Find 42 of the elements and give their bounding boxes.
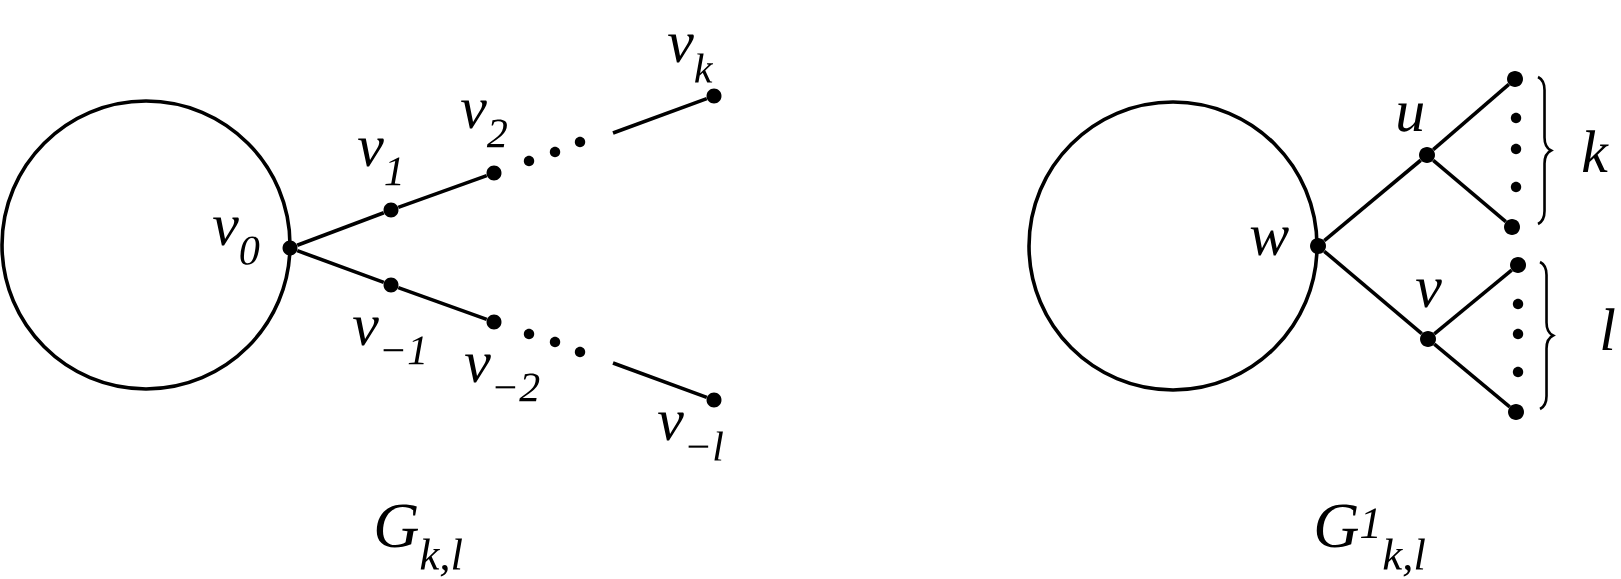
vertex-dot xyxy=(282,240,298,256)
edge-line xyxy=(1323,158,1422,243)
vertex-label: v$_{−1}$ xyxy=(353,317,424,365)
edge-line xyxy=(1433,268,1513,336)
edge-line xyxy=(1432,83,1510,151)
vertex-label: v xyxy=(1416,279,1442,308)
vertex-label: v$_{1}$ xyxy=(358,138,401,186)
edge-line xyxy=(1433,342,1511,409)
brace-label: k xyxy=(1582,130,1609,172)
edge-line xyxy=(397,285,488,322)
edge-line xyxy=(397,173,488,210)
edge-line xyxy=(296,248,385,285)
vertex-label: v$_{0}$ xyxy=(213,217,260,265)
vertex-dot xyxy=(706,88,722,104)
edge-line xyxy=(1323,249,1423,336)
vertex-dot xyxy=(383,202,399,218)
vertex-dot xyxy=(1510,257,1526,273)
vertex-dot xyxy=(1504,219,1520,235)
edge-line xyxy=(612,96,708,135)
graph-caption: G$_{k,l}$ xyxy=(376,504,462,577)
brace-label: l xyxy=(1602,308,1615,350)
vertex-label: w xyxy=(1250,227,1289,256)
vertex-dot xyxy=(383,277,399,293)
circle xyxy=(1027,100,1319,392)
vertex-label: v$_{−l}$ xyxy=(658,412,723,461)
edge-line xyxy=(296,211,385,247)
vertex-dot xyxy=(706,392,722,408)
vertex-dot xyxy=(1310,238,1326,254)
edge-line xyxy=(612,361,708,400)
vertex-label: u xyxy=(1398,103,1424,132)
edge-line xyxy=(1432,158,1507,224)
vertex-dot xyxy=(1419,147,1435,163)
vertex-label: v$_{−2}$ xyxy=(465,354,540,402)
vertex-dot xyxy=(486,314,502,330)
vertex-dot xyxy=(1420,331,1436,347)
vertex-label: v$_{k}$ xyxy=(668,34,714,83)
vertex-dot xyxy=(486,165,502,181)
circle xyxy=(0,99,292,391)
vertex-label: v$_{2}$ xyxy=(461,100,507,148)
vertex-dot xyxy=(1507,71,1523,87)
vertex-dot xyxy=(1508,404,1524,420)
graph-caption: G$^{1}$k,l xyxy=(1316,504,1425,577)
